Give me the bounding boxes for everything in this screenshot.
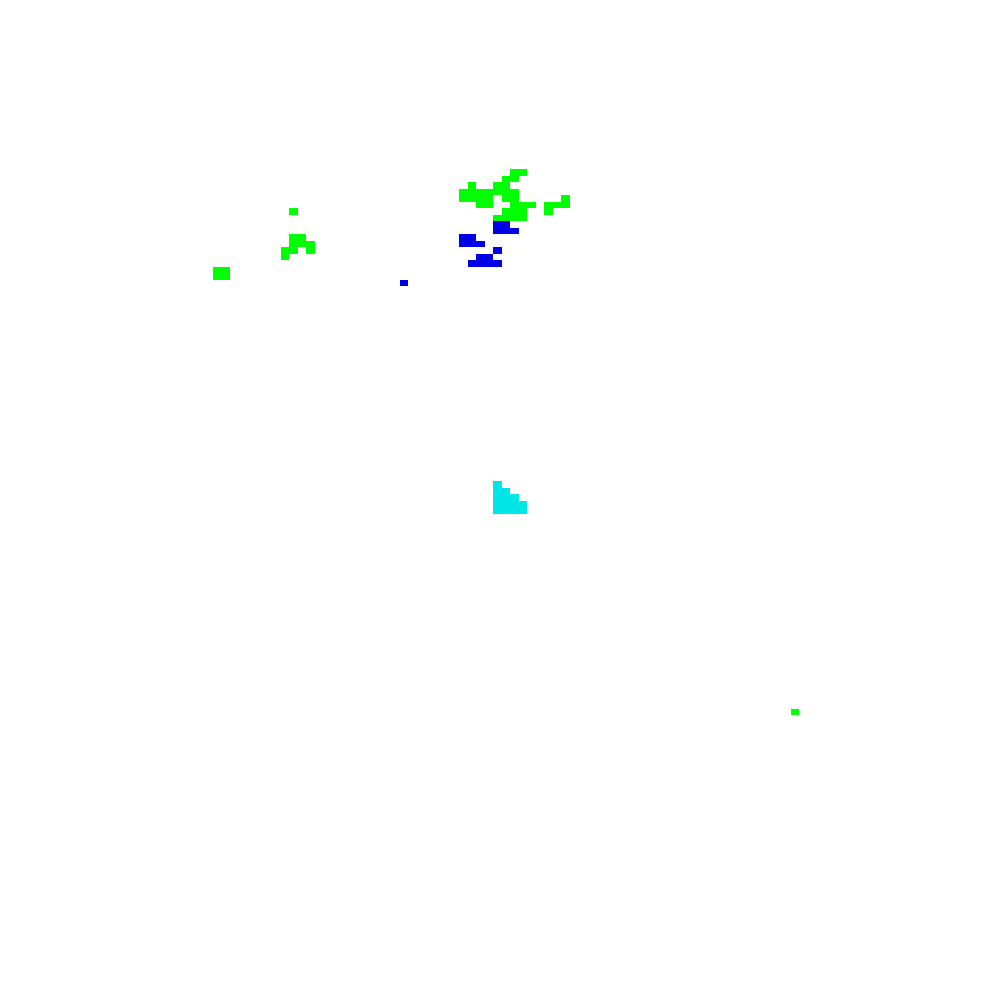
green-cell <box>501 208 510 215</box>
green-cell <box>459 195 468 202</box>
green-cell <box>790 708 799 715</box>
green-cell <box>493 188 502 195</box>
blue-cell <box>459 234 468 241</box>
blue-cell <box>493 247 502 254</box>
green-cell <box>476 188 485 195</box>
green-cell <box>501 175 510 182</box>
green-cell <box>484 188 493 195</box>
green-cell <box>561 195 570 202</box>
cyan-cell <box>501 507 510 514</box>
green-cell <box>289 208 298 215</box>
green-cell <box>306 240 315 247</box>
cyan-cell <box>518 500 527 507</box>
blue-cell <box>493 260 502 267</box>
green-cell <box>297 234 306 241</box>
blue-cell <box>484 253 493 260</box>
green-cell <box>510 175 519 182</box>
green-cell <box>501 182 510 189</box>
blue-cell <box>501 221 510 228</box>
cyan-cell <box>510 507 519 514</box>
green-cell <box>493 182 502 189</box>
green-cell <box>467 182 476 189</box>
green-cell <box>289 234 298 241</box>
cyan-cell <box>493 487 502 494</box>
green-cell <box>501 214 510 221</box>
blue-cell <box>510 227 519 234</box>
green-cell <box>518 201 527 208</box>
cyan-cell <box>518 507 527 514</box>
green-cell <box>280 253 289 260</box>
green-cell <box>212 266 221 273</box>
green-cell <box>221 266 230 273</box>
green-cell <box>501 195 510 202</box>
green-cell <box>552 201 561 208</box>
cyan-cell <box>501 487 510 494</box>
cyan-cell <box>510 500 519 507</box>
blue-cell <box>399 279 408 286</box>
green-cell <box>518 169 527 176</box>
green-cell <box>527 201 536 208</box>
green-cell <box>518 214 527 221</box>
green-cell <box>544 208 553 215</box>
blue-cell <box>467 260 476 267</box>
cyan-cell <box>510 494 519 501</box>
green-cell <box>297 240 306 247</box>
blue-cell <box>476 260 485 267</box>
green-cell <box>484 201 493 208</box>
green-cell <box>501 188 510 195</box>
green-cell <box>476 201 485 208</box>
cyan-cell <box>501 500 510 507</box>
green-cell <box>518 208 527 215</box>
green-cell <box>459 188 468 195</box>
cyan-cell <box>501 494 510 501</box>
cyan-cell <box>493 507 502 514</box>
cyan-cell <box>493 481 502 488</box>
green-cell <box>212 273 221 280</box>
green-cell <box>467 195 476 202</box>
green-cell <box>510 208 519 215</box>
green-cell <box>561 201 570 208</box>
blue-cell <box>476 253 485 260</box>
green-cell <box>476 195 485 202</box>
green-cell <box>544 201 553 208</box>
blue-cell <box>459 240 468 247</box>
cyan-cell <box>493 500 502 507</box>
green-cell <box>289 247 298 254</box>
green-cell <box>493 214 502 221</box>
blue-cell <box>501 227 510 234</box>
cyan-cell <box>493 494 502 501</box>
green-cell <box>289 240 298 247</box>
green-cell <box>467 188 476 195</box>
green-cell <box>221 273 230 280</box>
blue-cell <box>467 240 476 247</box>
blue-cell <box>484 260 493 267</box>
green-cell <box>306 247 315 254</box>
blue-cell <box>493 227 502 234</box>
blue-cell <box>493 221 502 228</box>
blue-cell <box>476 240 485 247</box>
green-cell <box>280 247 289 254</box>
green-cell <box>510 214 519 221</box>
green-cell <box>510 195 519 202</box>
green-cell <box>510 201 519 208</box>
green-cell <box>510 169 519 176</box>
green-cell <box>510 188 519 195</box>
green-cell <box>484 195 493 202</box>
blue-cell <box>467 234 476 241</box>
